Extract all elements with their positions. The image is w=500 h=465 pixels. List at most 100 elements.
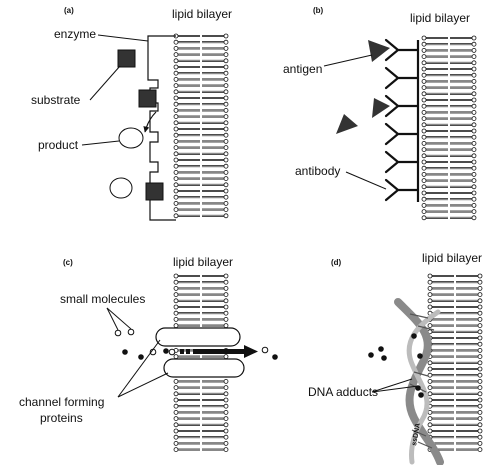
lipid-head bbox=[421, 97, 427, 103]
lipid-head bbox=[173, 58, 179, 64]
lipid-head bbox=[173, 95, 179, 101]
lipid-tail bbox=[426, 117, 448, 120]
lipid-head bbox=[173, 323, 179, 329]
lipid-tail bbox=[450, 130, 472, 132]
lipid-tail bbox=[178, 281, 200, 284]
lipid-head bbox=[223, 120, 229, 126]
lipid-tail bbox=[202, 214, 224, 217]
lipid-tail bbox=[426, 74, 448, 77]
lipid-head bbox=[477, 416, 483, 422]
lipid-tail bbox=[432, 411, 454, 414]
lipid-head bbox=[173, 279, 179, 285]
lipid-head bbox=[471, 103, 477, 109]
lipid-head bbox=[223, 46, 229, 51]
lipid-tail bbox=[178, 171, 200, 174]
lipid-head bbox=[471, 202, 477, 208]
lipid-tail bbox=[178, 287, 200, 290]
lipid-tail bbox=[450, 123, 472, 126]
lipid-tail bbox=[202, 53, 224, 56]
lipid-tail bbox=[178, 448, 200, 451]
substrate-leader bbox=[89, 65, 121, 101]
panel-d-label: (d) bbox=[331, 258, 342, 267]
lipid-head bbox=[223, 114, 229, 119]
lipid-tail bbox=[456, 386, 478, 389]
lipid-tail bbox=[426, 43, 448, 46]
lipid-tail bbox=[202, 183, 224, 186]
lipid-tail bbox=[178, 41, 200, 44]
lipid-head bbox=[477, 347, 483, 353]
lipid-head bbox=[173, 77, 179, 82]
lipid-tail bbox=[178, 299, 200, 302]
lipid-tail bbox=[450, 74, 472, 77]
lipid-tail bbox=[432, 281, 454, 284]
lipid-tail bbox=[202, 386, 224, 389]
lipid-head bbox=[427, 298, 433, 304]
lipid-tail bbox=[426, 136, 448, 139]
lipid-head bbox=[471, 72, 477, 78]
lipid-head bbox=[223, 132, 229, 138]
lipid-head bbox=[223, 279, 229, 285]
lipid-tail bbox=[202, 103, 224, 106]
lipid-head bbox=[223, 310, 229, 316]
lipid-tail bbox=[178, 386, 200, 389]
lipid-tail bbox=[178, 293, 200, 296]
lipid-tail bbox=[202, 355, 224, 358]
panel-b: (b) lipid bilayer antigen antibody bbox=[283, 6, 477, 221]
lipid-tail bbox=[178, 275, 200, 277]
lipid-tail bbox=[202, 59, 224, 62]
lipid-head bbox=[471, 165, 477, 171]
lipid-head bbox=[223, 39, 229, 45]
lipid-head bbox=[223, 304, 229, 310]
lipid-head bbox=[471, 60, 477, 66]
lipid-tail bbox=[178, 208, 200, 211]
lipid-head bbox=[477, 440, 483, 446]
lipid-tail bbox=[202, 436, 224, 439]
lipid-head bbox=[173, 163, 179, 169]
lipid-head bbox=[421, 66, 427, 72]
lipid-head bbox=[421, 91, 427, 97]
lipid-tail bbox=[202, 318, 224, 321]
lipid-head bbox=[173, 403, 179, 409]
lipid-head bbox=[173, 132, 179, 138]
lipid-head bbox=[427, 366, 433, 372]
lipid-tail bbox=[178, 159, 200, 161]
lipid-tail bbox=[202, 128, 224, 130]
lipid-tail bbox=[202, 399, 224, 401]
lipid-head bbox=[471, 184, 477, 190]
lipid-tail bbox=[202, 121, 224, 124]
lipid-head bbox=[173, 138, 179, 144]
lipid-tail bbox=[456, 417, 478, 420]
lipid-head bbox=[173, 200, 179, 206]
lipid-head bbox=[427, 422, 433, 428]
lipid-tail bbox=[426, 61, 448, 64]
lipid-tail bbox=[432, 399, 454, 401]
lipid-head bbox=[477, 366, 483, 372]
lipid-tail bbox=[178, 202, 200, 205]
lipid-tail bbox=[432, 380, 454, 383]
lipid-head bbox=[471, 116, 477, 121]
lipid-tail bbox=[202, 208, 224, 211]
lipid-head bbox=[223, 182, 229, 188]
lipid-head bbox=[427, 292, 433, 298]
lipid-tail bbox=[202, 281, 224, 284]
lipid-head bbox=[173, 298, 179, 304]
lipid-tail bbox=[178, 97, 200, 99]
lipid-tail bbox=[178, 399, 200, 401]
lipid-head bbox=[223, 440, 229, 446]
lipid-tail bbox=[202, 177, 224, 180]
lipid-head bbox=[223, 207, 229, 213]
lipid-head bbox=[471, 209, 477, 215]
lipid-tail bbox=[456, 411, 478, 414]
lipid-head bbox=[427, 409, 433, 415]
lipid-tail bbox=[178, 417, 200, 420]
lipid-head bbox=[471, 97, 477, 103]
lipid-head bbox=[471, 85, 477, 90]
lipid-tail bbox=[456, 448, 478, 451]
lipid-head bbox=[427, 273, 433, 279]
lipid-head bbox=[223, 70, 229, 76]
lipid-tail bbox=[178, 121, 200, 124]
lipid-tail bbox=[426, 154, 448, 157]
lipid-tail bbox=[426, 179, 448, 182]
lipid-tail bbox=[456, 374, 478, 377]
lipid-head bbox=[173, 310, 179, 316]
